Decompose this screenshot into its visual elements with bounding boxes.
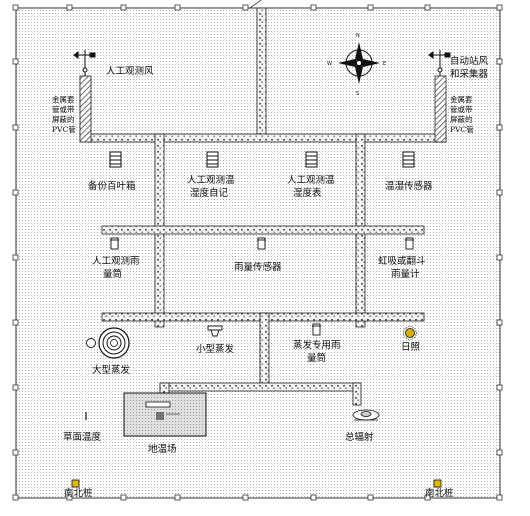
louver-box-icons bbox=[109, 151, 415, 168]
label-pipe-right-3: 屏蔽的 bbox=[450, 114, 473, 124]
label-backup-louver: 备份百叶箱 bbox=[88, 180, 136, 192]
fence-posts bbox=[12, 4, 503, 501]
compass-north: N bbox=[356, 33, 360, 39]
label-total-radiation: 总辐射 bbox=[345, 431, 374, 443]
label-pipe-right-2: 管或带 bbox=[450, 104, 473, 114]
label-evap-rain-2: 量筒 bbox=[307, 352, 326, 364]
compass-south: S bbox=[356, 91, 359, 97]
label-auto-station-1: 自动站风 bbox=[450, 55, 489, 67]
compass-west: W bbox=[327, 61, 332, 67]
label-ground-temp: 地温场 bbox=[148, 443, 177, 455]
label-auto-station-2: 和采集器 bbox=[450, 68, 489, 80]
right-shielded-pipe bbox=[434, 75, 447, 143]
label-manual-rain-1: 人工观测雨 bbox=[92, 256, 140, 267]
large-evaporation-tank-icon bbox=[86, 327, 130, 359]
label-ns-pile-right: 南北桩 bbox=[425, 487, 454, 499]
label-manual-temp-rec-2: 湿度自记 bbox=[190, 187, 229, 199]
label-ns-pile-left: 南北桩 bbox=[64, 487, 93, 499]
label-siphon-1: 虹吸或翻斗 bbox=[378, 255, 426, 267]
compass-rose-icon bbox=[338, 42, 380, 84]
ns-pile-left-marker bbox=[71, 479, 80, 488]
label-rain-sensor: 雨量传感器 bbox=[234, 261, 282, 273]
label-manual-rain-2: 量筒 bbox=[103, 268, 122, 280]
label-pipe-left-3: 屏蔽的 bbox=[52, 114, 75, 124]
left-shielded-pipe bbox=[79, 75, 92, 143]
wind-vane-right-icon bbox=[428, 50, 451, 76]
entrance-gate bbox=[249, 0, 262, 9]
total-radiation-icon bbox=[352, 409, 380, 421]
ground-temperature-field bbox=[123, 392, 207, 437]
label-pipe-left-4: PVC管 bbox=[52, 124, 76, 134]
label-large-evap: 大型蒸发 bbox=[92, 364, 131, 376]
small-evaporation-pan-icon bbox=[207, 325, 223, 337]
label-small-evap: 小型蒸发 bbox=[196, 343, 235, 355]
label-manual-temp-tab-1: 人工观测温 bbox=[287, 175, 335, 186]
label-pipe-right-1: 金属套 bbox=[450, 94, 473, 104]
sunshine-recorder-icon bbox=[403, 326, 417, 340]
label-manual-temp-tab-2: 湿度表 bbox=[293, 187, 322, 199]
label-siphon-2: 雨量计 bbox=[391, 268, 420, 280]
label-manual-temp-rec-1: 人工观测温 bbox=[187, 175, 235, 186]
label-evap-rain-1: 蒸发专用雨 bbox=[293, 339, 341, 351]
label-pipe-right-4: PVC管 bbox=[450, 124, 474, 134]
ns-pile-right-marker bbox=[433, 479, 442, 488]
label-temp-humidity-sensor: 温湿传感器 bbox=[385, 180, 433, 192]
rain-gauge-icons bbox=[110, 237, 414, 336]
label-pipe-left-1: 金属套 bbox=[52, 94, 75, 104]
compass-east: E bbox=[383, 61, 386, 67]
label-grass-temp: 草面温度 bbox=[63, 431, 102, 443]
label-manual-wind: 人工观测风 bbox=[106, 66, 154, 77]
label-pipe-left-2: 管或带 bbox=[52, 104, 75, 114]
wind-vane-left-icon bbox=[73, 50, 96, 76]
label-sunshine: 日照 bbox=[401, 342, 421, 353]
